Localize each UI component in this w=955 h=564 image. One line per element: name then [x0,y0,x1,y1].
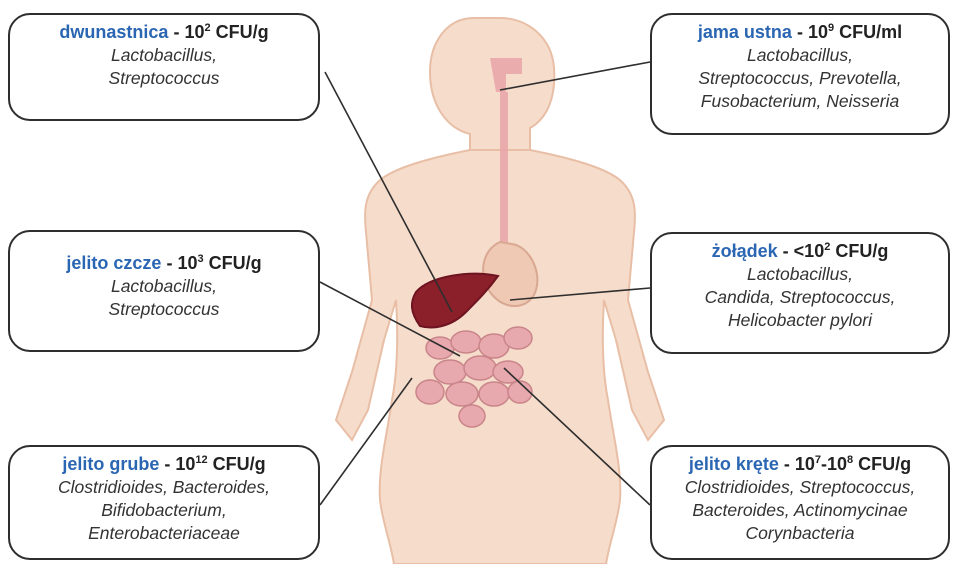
bacteria-line: Helicobacter pylori [652,309,948,332]
colon-info-box: jelito grube - 1012 CFU/g Clostridioides… [8,445,320,560]
esophagus [500,92,508,250]
cfu-value: 103 CFU/g [177,253,261,273]
cfu-unit: CFU/g [830,241,888,261]
cfu-unit: CFU/g [853,454,911,474]
cfu-value: 109 CFU/ml [808,22,902,42]
head-shape [430,18,554,156]
duodenum-info-box: dwunastnica - 102 CFU/g Lactobacillus, S… [8,13,320,121]
organ-name: jelito kręte [689,454,779,474]
cfu-base: 10 [184,22,204,42]
separator: - [778,241,794,261]
organ-name: jelito grube [62,454,159,474]
bacteria-line: Lactobacillus, [10,44,318,67]
cfu-unit: CFU/ml [834,22,902,42]
organ-name: żołądek [712,241,778,261]
cfu-range-separator: -10 [821,454,847,474]
cfu-value: 102 CFU/g [184,22,268,42]
cfu-value: 1012 CFU/g [175,454,265,474]
bacteria-line: Streptococcus [10,298,318,321]
cfu-base: 10 [177,253,197,273]
bacteria-line: Clostridioides, Bacteroides, [10,476,318,499]
bacteria-line: Clostridioides, Streptococcus, [652,476,948,499]
stomach-heading: żołądek - <102 CFU/g [652,240,948,263]
ileum-info-box: jelito kręte - 107-108 CFU/g Clostridioi… [650,445,950,560]
bacteria-line: Bacteroides, Actinomycinae [652,499,948,522]
bacteria-line: Streptococcus [10,67,318,90]
bacteria-line: Corynbacteria [652,522,948,545]
separator: - [779,454,795,474]
stomach-info-box: żołądek - <102 CFU/g Lactobacillus, Cand… [650,232,950,354]
cfu-base: <10 [794,241,825,261]
bacteria-line: Lactobacillus, [10,275,318,298]
mouth-info-box: jama ustna - 109 CFU/ml Lactobacillus, S… [650,13,950,135]
cfu-exponent: 12 [195,454,207,466]
organ-name: jama ustna [698,22,792,42]
jejunum-info-box: jelito czcze - 103 CFU/g Lactobacillus, … [8,230,320,352]
cfu-base: 10 [808,22,828,42]
colon-heading: jelito grube - 1012 CFU/g [10,453,318,476]
bacteria-line: Lactobacillus, [652,263,948,286]
mouth-heading: jama ustna - 109 CFU/ml [652,21,948,44]
organ-name: jelito czcze [66,253,161,273]
separator: - [159,454,175,474]
bacteria-line: Candida, Streptococcus, [652,286,948,309]
ileum-heading: jelito kręte - 107-108 CFU/g [652,453,948,476]
cfu-base: 10 [795,454,815,474]
duodenum-heading: dwunastnica - 102 CFU/g [10,21,318,44]
bacteria-line: Lactobacillus, [652,44,948,67]
cfu-unit: CFU/g [208,454,266,474]
organ-name: dwunastnica [59,22,168,42]
jejunum-heading: jelito czcze - 103 CFU/g [10,252,318,275]
cfu-value: 107-108 CFU/g [795,454,911,474]
cfu-base: 10 [175,454,195,474]
bacteria-line: Bifidobacterium, [10,499,318,522]
cfu-unit: CFU/g [204,253,262,273]
cfu-value: <102 CFU/g [794,241,889,261]
bacteria-line: Streptococcus, Prevotella, [652,67,948,90]
separator: - [168,22,184,42]
bacteria-line: Enterobacteriaceae [10,522,318,545]
bacteria-line: Fusobacterium, Neisseria [652,90,948,113]
separator: - [161,253,177,273]
cfu-unit: CFU/g [211,22,269,42]
separator: - [792,22,808,42]
